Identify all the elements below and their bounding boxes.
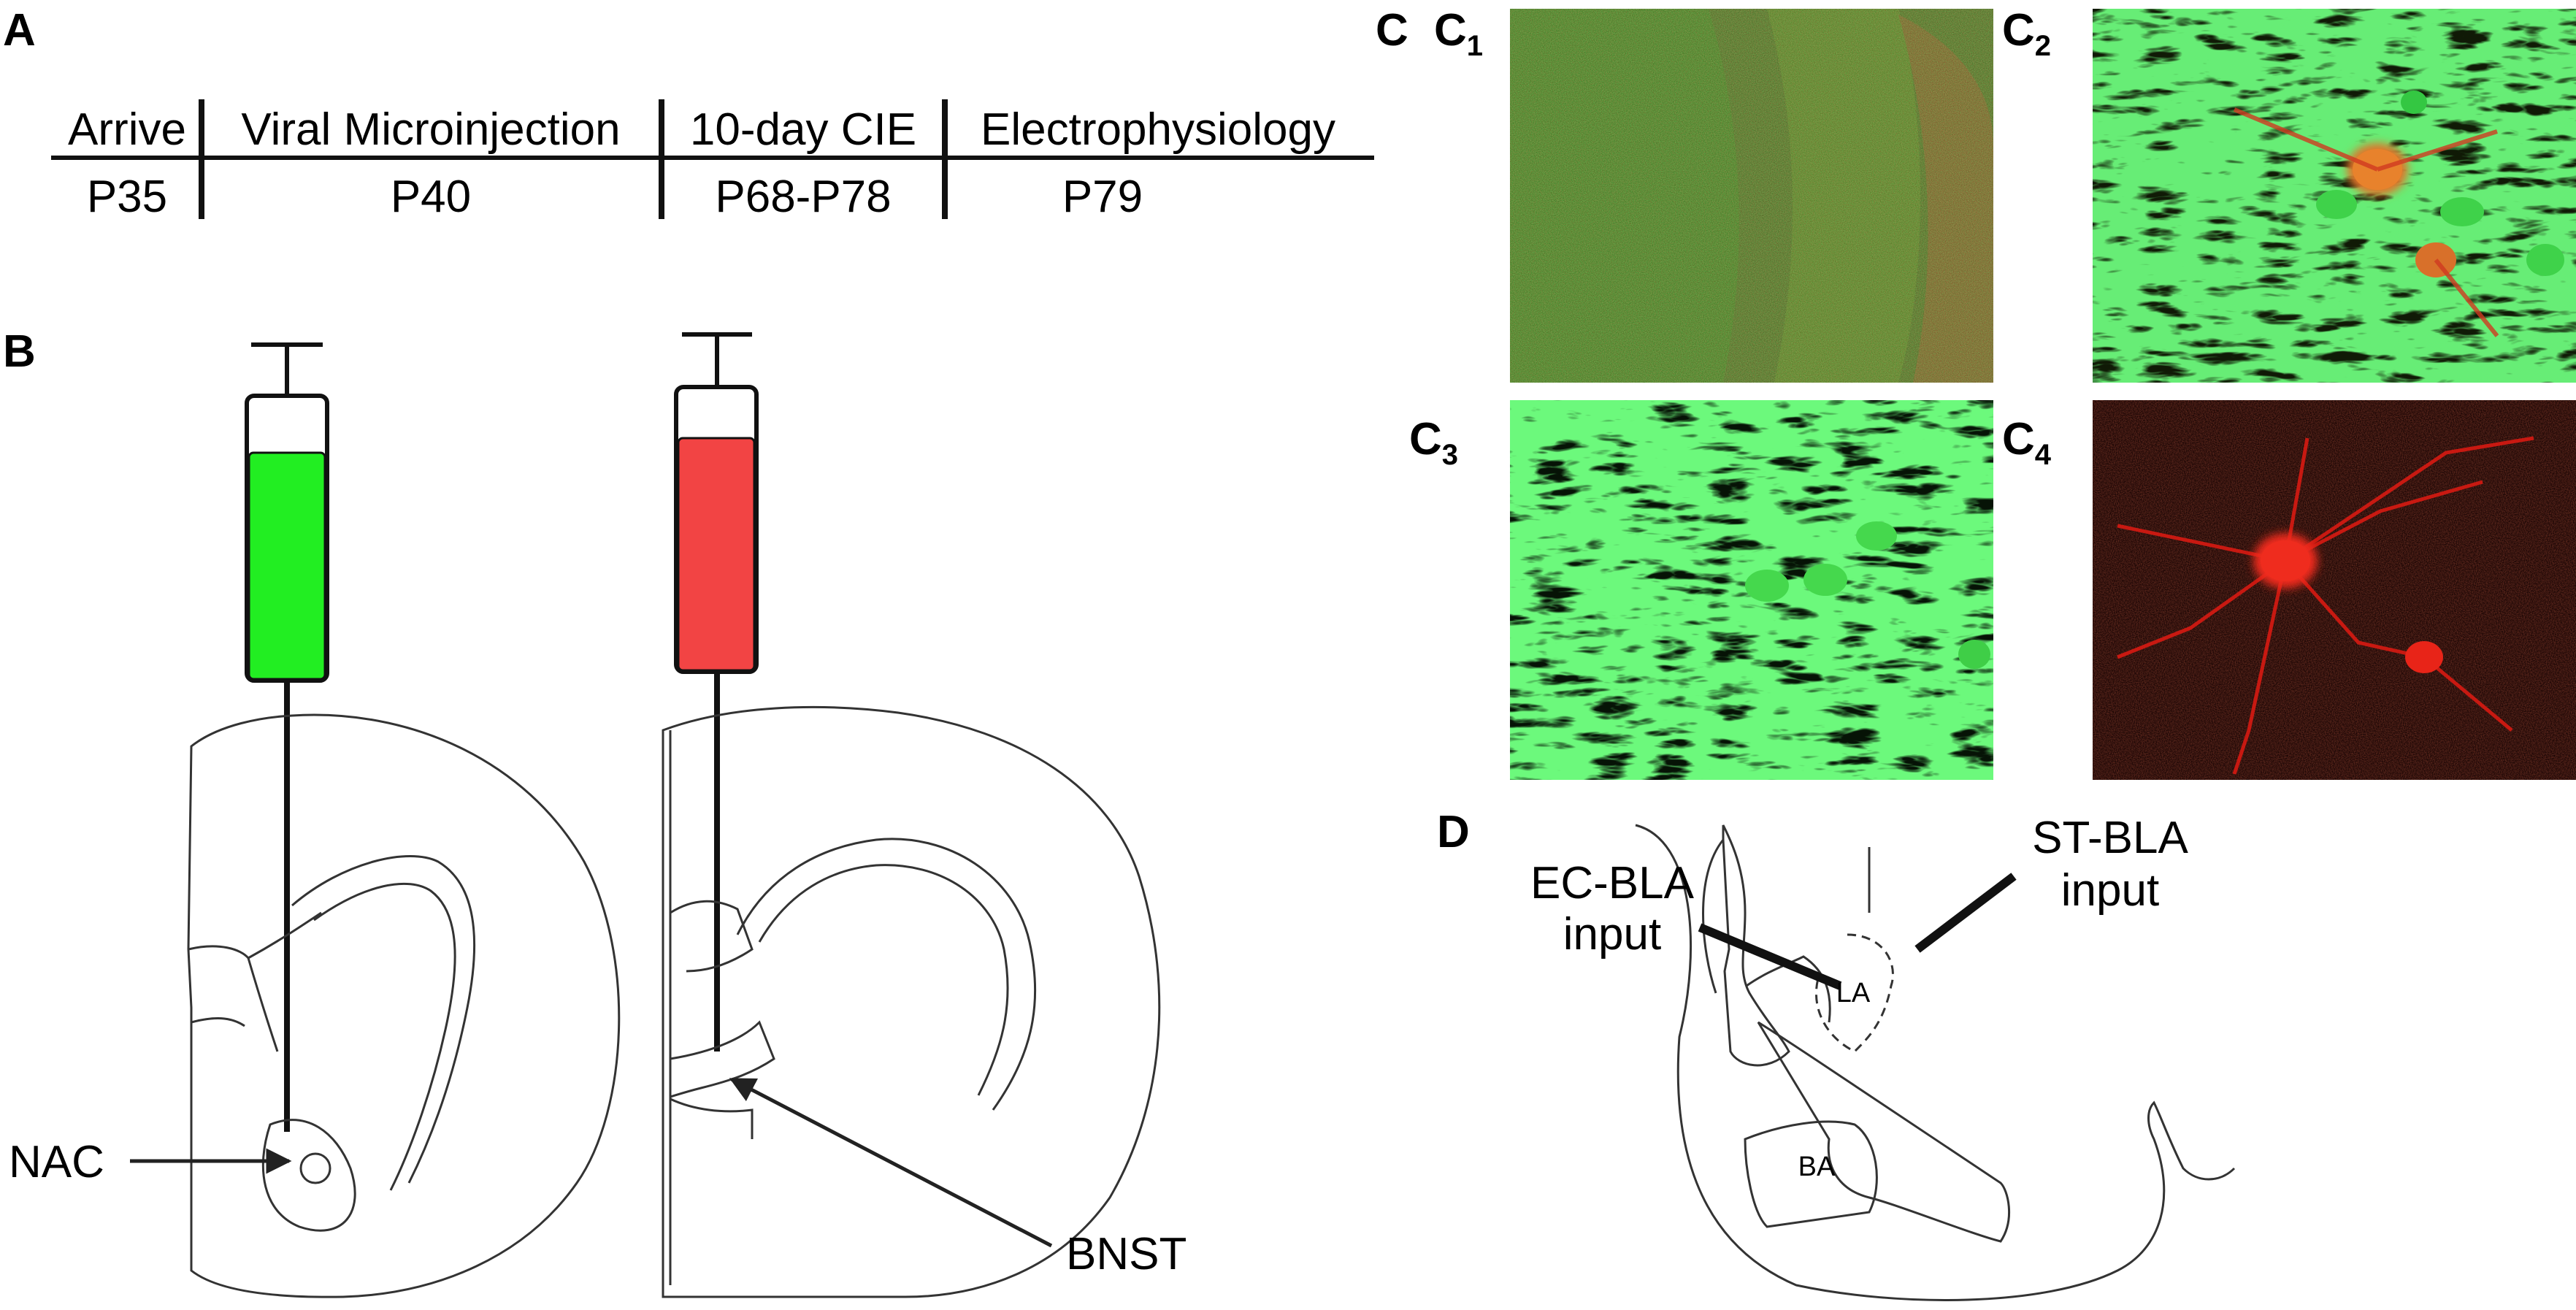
panel-label-c: C xyxy=(1376,5,1408,55)
syringe-right xyxy=(674,332,759,1052)
amygdala-diagram xyxy=(1635,824,2236,1301)
label-bnst: BNST xyxy=(1066,1229,1187,1279)
stage-label: Electrophysiology xyxy=(981,104,1335,155)
label-st-bla: ST-BLA xyxy=(2032,813,2188,863)
syringe-fill-red xyxy=(677,437,756,672)
brain-section-left xyxy=(187,713,621,1298)
image-c3 xyxy=(1510,400,1993,780)
st-bla-line xyxy=(1914,873,2017,953)
ec-bla-line xyxy=(1698,923,1842,990)
panel-label-c3: C3 xyxy=(1409,414,1458,471)
bnst-arrow xyxy=(729,1077,1053,1248)
age-label: P68-P78 xyxy=(715,172,891,222)
label-st-bla-input: input xyxy=(2061,865,2159,916)
panel-label-d: D xyxy=(1437,807,1470,857)
image-c2 xyxy=(2093,9,2576,383)
image-c4 xyxy=(2093,400,2576,780)
brain-section-right xyxy=(662,705,1161,1298)
label-ba: BA xyxy=(1798,1152,1836,1182)
stage-label: 10-day CIE xyxy=(690,104,916,155)
panel-label-c1: C1 xyxy=(1434,5,1483,62)
stage-label: Arrive xyxy=(68,104,186,155)
stage-label: Viral Microinjection xyxy=(241,104,620,155)
age-label: P35 xyxy=(87,172,167,222)
syringe-fill-green xyxy=(248,451,326,681)
panel-label-b: B xyxy=(3,326,36,377)
age-label: P79 xyxy=(1062,172,1143,222)
syringe-left xyxy=(245,342,329,1132)
label-ec-bla-input: input xyxy=(1563,909,1661,959)
image-c1 xyxy=(1510,9,1993,383)
label-la: LA xyxy=(1836,978,1871,1008)
panel-label-a: A xyxy=(3,5,36,55)
age-label: P40 xyxy=(391,172,471,222)
panel-label-c4: C4 xyxy=(2002,414,2052,471)
panel-label-c2: C2 xyxy=(2002,5,2051,62)
label-ec-bla: EC-BLA xyxy=(1530,858,1695,908)
timeline: Arrive Viral Microinjection 10-day CIE E… xyxy=(51,99,1374,222)
label-nac: NAC xyxy=(9,1137,104,1187)
